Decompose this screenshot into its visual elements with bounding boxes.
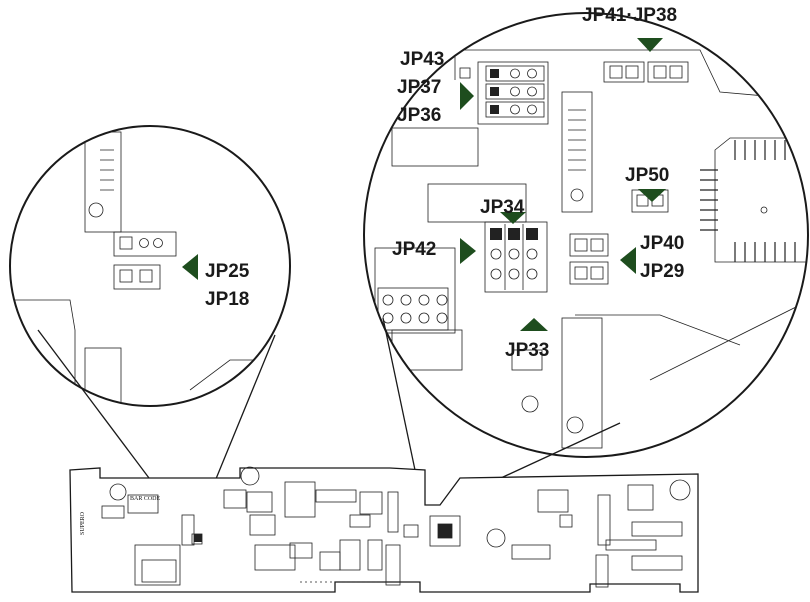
label-jp37: JP37 — [397, 77, 442, 98]
pointer-arrows — [182, 38, 666, 331]
zoom-circle-left — [9, 125, 291, 407]
label-jp18: JP18 — [205, 289, 250, 310]
label-jp33: JP33 — [505, 340, 550, 361]
label-jp29: JP29 — [640, 261, 685, 282]
zoom-circle-right — [363, 12, 809, 458]
label-jp36: JP36 — [397, 105, 442, 126]
arrow-jp33 — [520, 318, 548, 331]
label-jp41-jp38: JP41·JP38 — [582, 5, 678, 26]
label-jp34: JP34 — [480, 197, 525, 218]
arrow-jp25-jp18 — [182, 254, 198, 280]
board-barcode-text: BAR CODE — [130, 496, 161, 502]
label-jp40: JP40 — [640, 233, 685, 254]
arrow-jp34 — [500, 212, 526, 224]
label-jp25: JP25 — [205, 261, 250, 282]
arrow-jp40-jp29 — [620, 247, 636, 274]
arrow-jp50 — [638, 189, 666, 202]
label-jp42: JP42 — [392, 239, 437, 260]
label-jp43: JP43 — [400, 49, 445, 70]
arrow-jp37 — [460, 82, 474, 110]
board-brand-text: SUPERO — [80, 511, 86, 535]
arrow-jp41-jp38 — [637, 38, 663, 52]
motherboard-outline: SUPERO BAR CODE — [69, 466, 699, 593]
label-jp50: JP50 — [625, 165, 670, 186]
arrow-jp42 — [460, 238, 476, 264]
